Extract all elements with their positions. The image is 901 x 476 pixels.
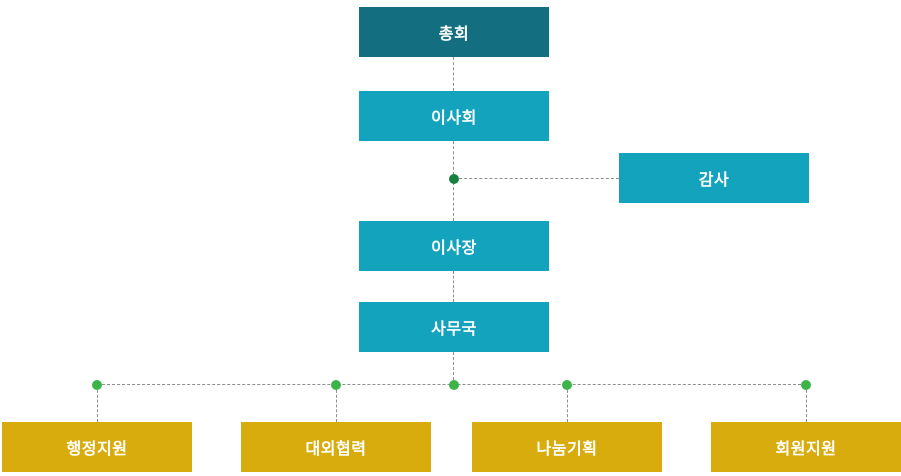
rail-dot-secretariat	[449, 380, 459, 390]
node-chairman: 이사장	[359, 221, 549, 271]
node-external-cooperation-label: 대외협력	[305, 441, 367, 458]
node-member-support: 회원지원	[711, 422, 901, 472]
rail-dot-admin-support	[92, 380, 102, 390]
node-secretariat: 사무국	[359, 302, 549, 352]
node-sharing-planning: 나눔기획	[472, 422, 662, 472]
node-admin-support: 행정지원	[2, 422, 192, 472]
connector-assembly-board	[453, 57, 454, 91]
rail-dot-sharing-planning	[562, 380, 572, 390]
connector-chairman-secretariat	[453, 271, 454, 302]
connector-rail-admin-support	[97, 385, 98, 422]
connector-rail-sharing-planning	[567, 385, 568, 422]
junction-dot-auditor	[449, 174, 459, 184]
connector-secretariat-rail	[453, 352, 454, 385]
connector-rail-external-cooperation	[336, 385, 337, 422]
node-board-of-directors: 이사회	[359, 91, 549, 141]
rail-dot-external-cooperation	[331, 380, 341, 390]
node-board-of-directors-label: 이사회	[431, 110, 477, 127]
node-chairman-label: 이사장	[431, 240, 477, 257]
node-admin-support-label: 행정지원	[66, 441, 128, 458]
node-auditor: 감사	[619, 153, 809, 203]
connector-junction-auditor	[454, 178, 619, 179]
node-general-assembly-label: 총회	[438, 26, 470, 43]
rail-dot-member-support	[801, 380, 811, 390]
connector-rail-member-support	[806, 385, 807, 422]
node-sharing-planning-label: 나눔기획	[536, 441, 598, 458]
node-secretariat-label: 사무국	[431, 321, 477, 338]
node-member-support-label: 회원지원	[775, 441, 837, 458]
node-auditor-label: 감사	[698, 172, 730, 189]
node-general-assembly: 총회	[359, 7, 549, 57]
node-external-cooperation: 대외협력	[241, 422, 431, 472]
